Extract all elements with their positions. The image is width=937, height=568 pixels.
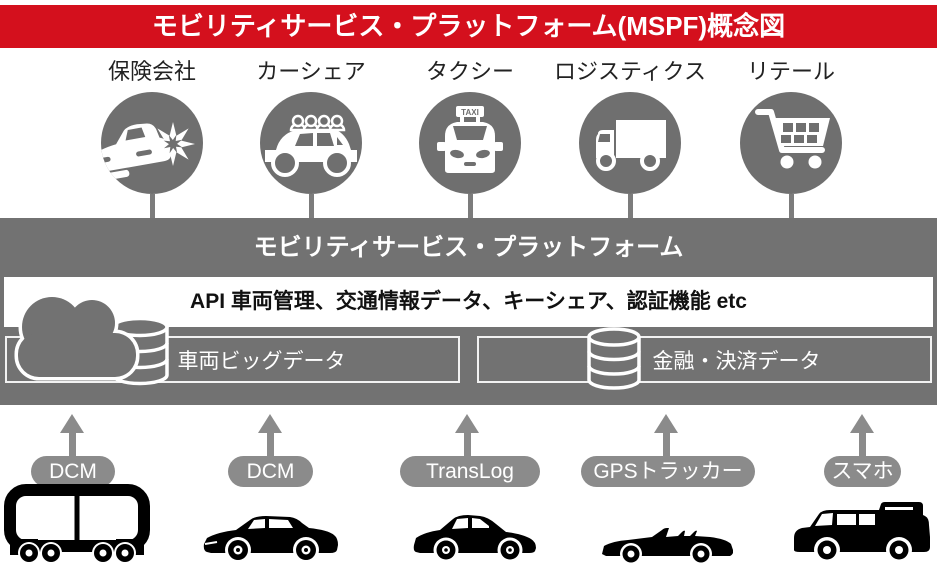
diagram-title-banner: モビリティサービス・プラットフォーム(MSPF)概念図: [0, 5, 937, 48]
finance-data-label: 金融・決済データ: [652, 349, 821, 373]
suv-icon: [794, 502, 930, 563]
autonomous-shuttle-icon: [4, 484, 150, 563]
connector-line: [467, 194, 473, 219]
device-pill-gps: GPSトラッカー: [581, 456, 755, 487]
database-icon: [587, 327, 641, 390]
shopping-cart-icon: [755, 109, 830, 169]
finance-data-box: 金融・決済データ: [477, 336, 932, 383]
car-share-icon: [265, 114, 357, 177]
api-band-text: API 車両管理、交通情報データ、キーシェア、認証機能 etc: [190, 290, 747, 313]
retail-circle: [740, 92, 842, 194]
hatchback-icon: [413, 515, 536, 563]
service-column-carshare: カーシェア: [231, 56, 391, 219]
up-arrow-icon: [60, 414, 84, 457]
service-column-retail: リテール: [711, 56, 871, 219]
device-pill-dcm-1: DCM: [31, 456, 115, 487]
device-pill-translog: TransLog: [400, 456, 540, 487]
service-label: ロジスティクス: [553, 59, 707, 84]
diagram-title: モビリティサービス・プラットフォーム(MSPF)概念図: [151, 11, 786, 41]
service-label: リテール: [746, 59, 835, 84]
connector-line: [627, 194, 633, 219]
cloud-icon: [14, 293, 169, 386]
delivery-truck-icon: [596, 120, 666, 171]
service-column-insurance: 保険会社: [72, 56, 232, 219]
taxi-sign-text: TAXI: [461, 108, 479, 117]
vehicle-bigdata-label: 車両ビッグデータ: [177, 349, 346, 373]
up-arrow-icon: [654, 414, 678, 457]
connector-line: [149, 194, 155, 219]
service-label: タクシー: [425, 59, 514, 84]
connector-line: [308, 194, 314, 219]
service-column-taxi: タクシー TAXI: [390, 56, 550, 219]
convertible-icon: [602, 528, 733, 563]
platform-title: モビリティサービス・プラットフォーム: [253, 234, 684, 261]
taxi-front-icon: TAXI: [437, 106, 503, 173]
connector-line: [788, 194, 794, 219]
service-label: カーシェア: [256, 59, 366, 84]
up-arrow-icon: [258, 414, 282, 457]
service-label: 保険会社: [107, 59, 196, 84]
device-pill-dcm-2: DCM: [228, 456, 313, 487]
up-arrow-icon: [455, 414, 479, 457]
taxi-circle: TAXI: [419, 92, 521, 194]
logistics-circle: [579, 92, 681, 194]
api-band: API 車両管理、交通情報データ、キーシェア、認証機能 etc: [4, 277, 933, 327]
device-pill-smartphone: スマホ: [824, 456, 901, 487]
service-column-logistics: ロジスティクス: [550, 56, 710, 219]
sedan-icon: [203, 516, 338, 563]
insurance-circle: [101, 92, 203, 194]
vehicle-bigdata-box: 車両ビッグデータ: [5, 336, 460, 383]
carshare-circle: [260, 92, 362, 194]
up-arrow-icon: [850, 414, 874, 457]
crashed-car-icon: [101, 122, 195, 182]
platform-band: モビリティサービス・プラットフォーム API 車両管理、交通情報データ、キーシェ…: [0, 218, 937, 405]
